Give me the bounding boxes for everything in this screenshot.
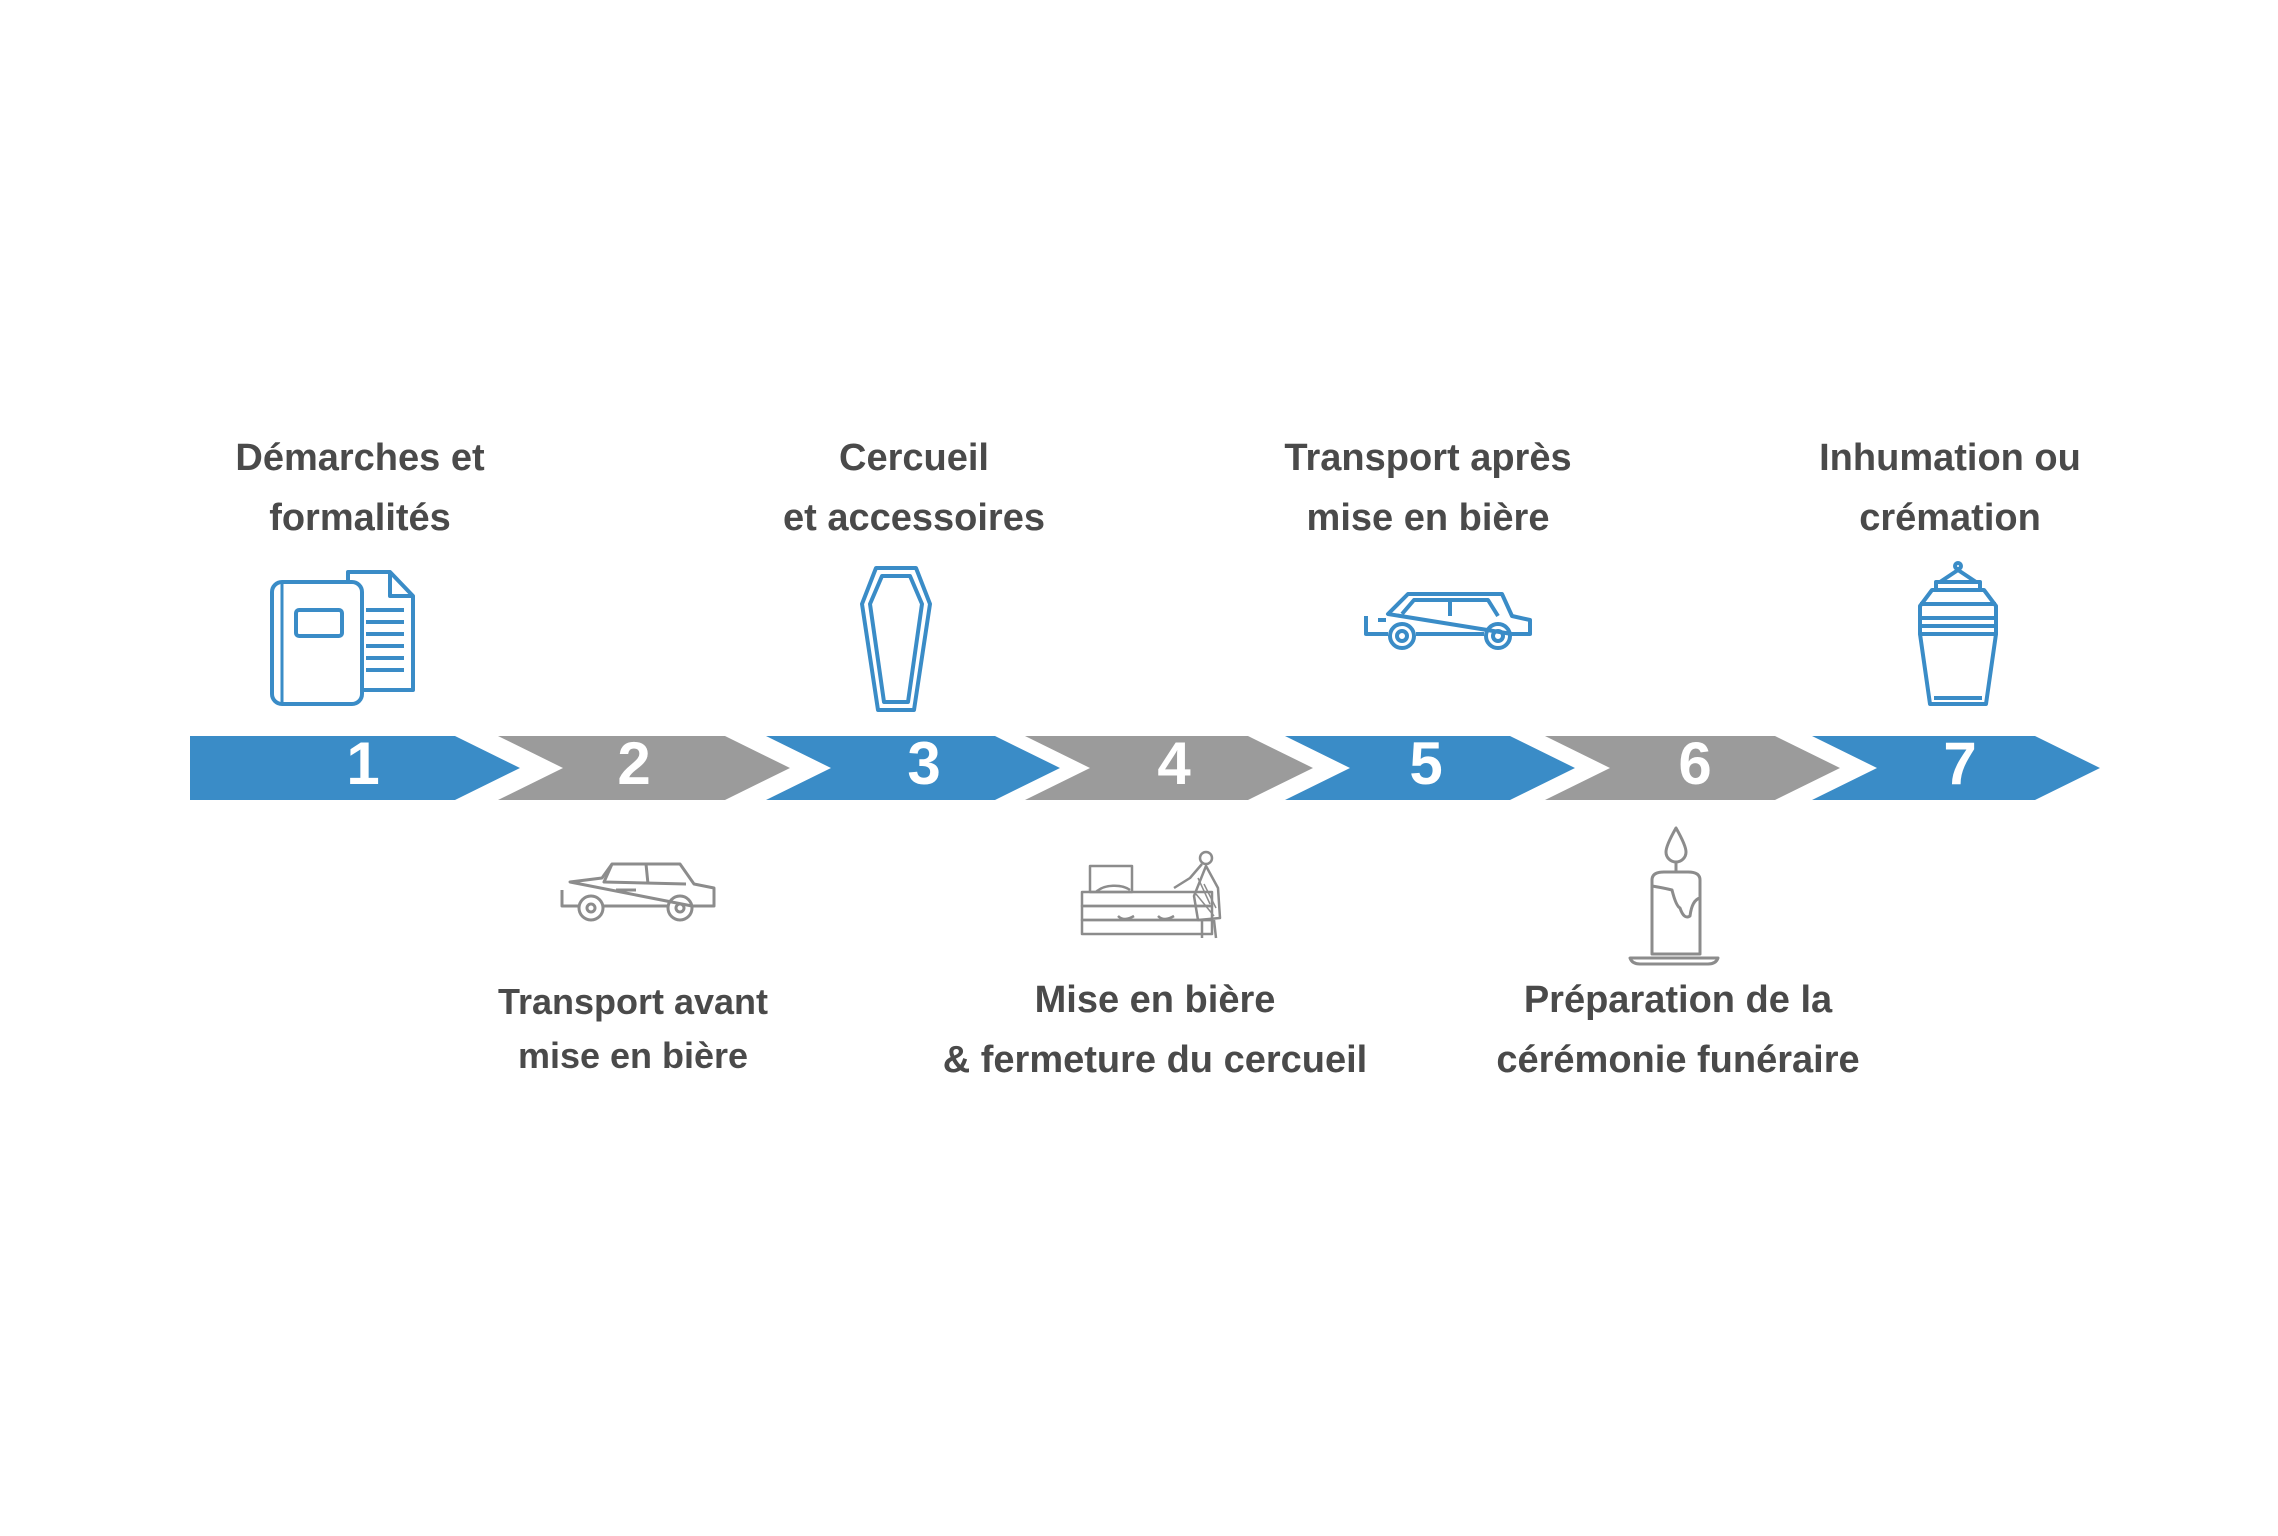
suv-icon — [560, 862, 716, 922]
step-label-6: Préparation de la cérémonie funéraire — [1428, 970, 1928, 1090]
step-label-6-line2: cérémonie funéraire — [1496, 1039, 1860, 1081]
step-label-7: Inhumation ou crémation — [1750, 428, 2150, 548]
coffin-icon — [860, 566, 932, 712]
step-number-7: 7 — [1943, 730, 1977, 797]
step-label-2-line1: Transport avant — [497, 981, 769, 1022]
step-label-6-line1: Préparation de la — [1523, 979, 1833, 1021]
arrow-segment-2 — [498, 736, 790, 800]
arrow-segment-1 — [190, 736, 520, 800]
step-label-4: Mise en bière & fermeture du cercueil — [905, 970, 1405, 1090]
arrow-segment-3 — [766, 736, 1060, 800]
step-number-5: 5 — [1409, 730, 1443, 797]
arrow-segment-4 — [1025, 736, 1313, 800]
step-label-2-line2: mise en bière — [517, 1035, 749, 1076]
arrow-segment-5 — [1285, 736, 1575, 800]
step-label-3-line2: et accessoires — [783, 497, 1045, 539]
urn-icon — [1918, 561, 1998, 706]
step-number-4: 4 — [1157, 730, 1191, 797]
step-label-4-line1: Mise en bière — [1034, 979, 1276, 1021]
step-label-5-line2: mise en bière — [1306, 497, 1550, 539]
arrow-segment-7 — [1812, 736, 2100, 800]
step-label-1-line2: formalités — [269, 497, 451, 539]
candle-icon — [1628, 826, 1720, 966]
hearse-icon — [1364, 592, 1532, 650]
step-number-3: 3 — [907, 730, 941, 797]
step-label-7-line1: Inhumation ou — [1819, 437, 2081, 479]
step-label-2: Transport avant mise en bière — [433, 975, 833, 1083]
documents-icon — [270, 570, 415, 706]
step-label-5: Transport après mise en bière — [1228, 428, 1628, 548]
casket-mourner-icon — [1080, 850, 1222, 939]
step-label-1: Démarches et formalités — [160, 428, 560, 548]
step-label-3-line1: Cercueil — [839, 437, 989, 479]
step-label-3: Cercueil et accessoires — [714, 428, 1114, 548]
step-label-4-line2: & fermeture du cercueil — [942, 1039, 1368, 1081]
step-number-1: 1 — [346, 730, 380, 797]
arrow-segment-6 — [1545, 736, 1840, 800]
step-label-1-line1: Démarches et — [235, 437, 485, 479]
step-label-7-line2: crémation — [1859, 497, 2041, 539]
step-number-2: 2 — [617, 730, 651, 797]
step-number-6: 6 — [1678, 730, 1712, 797]
step-label-5-line1: Transport après — [1284, 437, 1572, 479]
